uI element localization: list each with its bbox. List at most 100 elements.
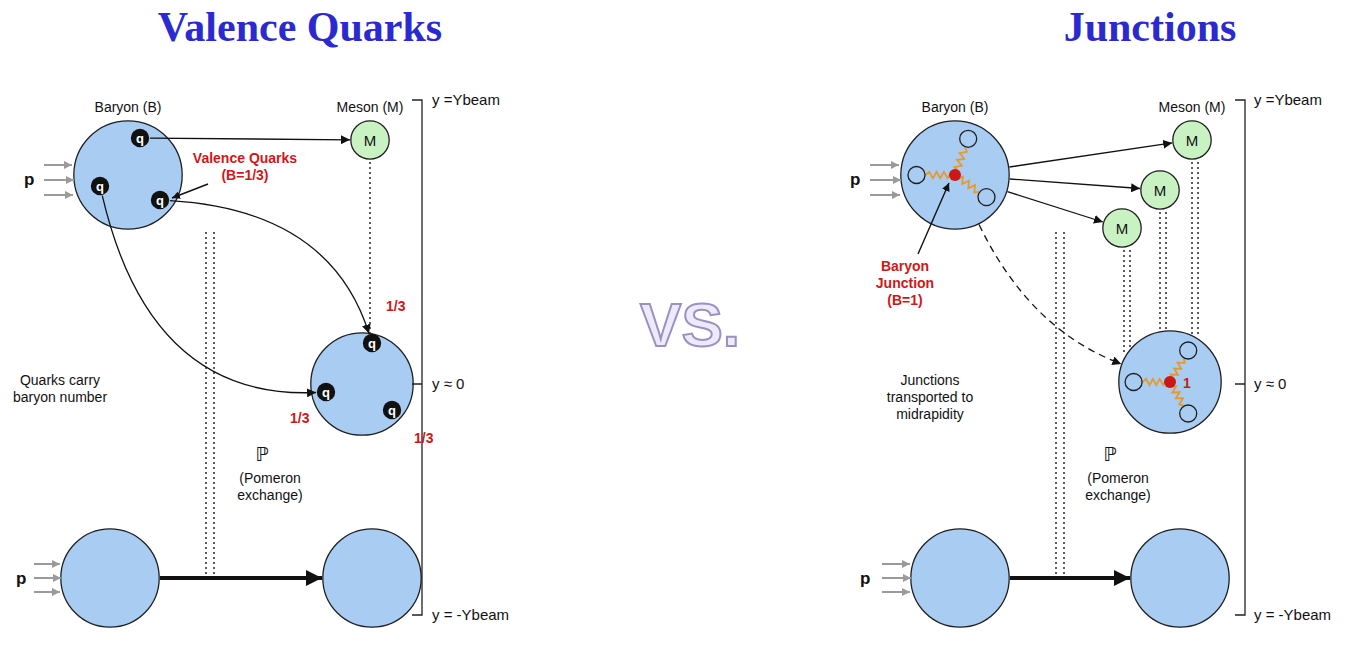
- baryon-number: 1: [1183, 375, 1191, 392]
- circle-shape: [351, 121, 389, 159]
- pomeron-symbol: ℙ: [1103, 444, 1116, 467]
- node-heading: Meson (M): [337, 99, 404, 115]
- rapidity-label: y =Ybeam: [1254, 91, 1322, 109]
- hadron-circle: [1130, 528, 1230, 628]
- gluon-string: [955, 175, 979, 192]
- node-body: q: [362, 333, 382, 353]
- rapidity-label: y = -Ybeam: [1254, 606, 1331, 624]
- junction-dot: [949, 169, 961, 181]
- gluon-string: [1170, 358, 1185, 382]
- circle-shape: [74, 121, 182, 229]
- circle-shape: [91, 177, 109, 195]
- circle-outline: [1118, 330, 1222, 434]
- quark-ring: [1125, 374, 1142, 391]
- quark-dot: q: [130, 128, 150, 148]
- hadron-circle: q q q: [310, 332, 414, 436]
- node-body: q: [316, 382, 336, 402]
- beam-label: p: [16, 569, 26, 589]
- circle-shape: [317, 383, 335, 401]
- flow-arrow: [170, 201, 369, 334]
- gluon-string: [926, 172, 956, 178]
- pomeron-label: (Pomeron exchange): [1073, 470, 1163, 504]
- circle-outline: [73, 120, 183, 230]
- quark-dot: q: [316, 382, 336, 402]
- circle-outline: [900, 120, 1010, 230]
- circle-shape: [323, 529, 421, 627]
- hadron-circle: [60, 528, 160, 628]
- flow-arrow: [160, 576, 322, 580]
- flow-arrow: [102, 196, 316, 393]
- quark-ring: [1180, 342, 1197, 359]
- baryon-fraction: 1/3: [414, 430, 433, 447]
- node-body: q: [150, 190, 170, 210]
- rapidity-label: y ≈ 0: [432, 375, 464, 393]
- note-text: Junctions transported to midrapidity: [865, 372, 995, 422]
- meson-circle: Meson (M)M: [350, 120, 390, 160]
- rapidity-label: y ≈ 0: [1254, 375, 1286, 393]
- callout-label: Baryon Junction (B=1): [859, 258, 951, 308]
- circle-shape: [1119, 331, 1221, 433]
- circle-shape: [311, 333, 413, 435]
- quark-letter: q: [156, 193, 164, 208]
- flow-arrow: [1007, 192, 1103, 222]
- rapidity-label: y =Ybeam: [432, 91, 500, 109]
- quark-dot: q: [150, 190, 170, 210]
- rapidity-label: y = -Ybeam: [432, 606, 509, 624]
- rapidity-bracket: [412, 100, 1245, 615]
- hadron-circle: [910, 528, 1010, 628]
- circle-shape: [131, 129, 149, 147]
- gluon-string: [955, 147, 967, 175]
- node-heading: Baryon (B): [95, 99, 162, 115]
- quark-letter: q: [322, 385, 330, 400]
- flow-arrow: [150, 138, 350, 140]
- meson-circle: Meson (M)M: [1172, 120, 1212, 160]
- beam-label: p: [24, 170, 34, 190]
- meson-circle: M: [1140, 170, 1180, 210]
- flow-arrow: [1010, 179, 1140, 189]
- gluon-string: [1169, 382, 1184, 406]
- circle-outline: [910, 528, 1010, 628]
- gluon-string: [1143, 379, 1170, 385]
- callout-label: Valence Quarks (B=1/3): [189, 150, 301, 184]
- circle-shape: [1103, 209, 1141, 247]
- meson-exchange-lines: [370, 162, 1198, 355]
- node-text: M: [1154, 182, 1167, 199]
- node-heading: Meson (M): [1159, 99, 1226, 115]
- beam-arrows: [34, 165, 911, 592]
- callout-leader: [918, 183, 949, 254]
- circle-shape: [901, 121, 1009, 229]
- quark-ring: [1180, 405, 1197, 422]
- node-body: M: [350, 120, 390, 160]
- node-text: M: [1186, 132, 1199, 149]
- quark-dot: q: [362, 333, 382, 353]
- quark-ring: [960, 130, 977, 147]
- node-body: M: [1102, 208, 1142, 248]
- quark-ring: [978, 189, 995, 206]
- circle-shape: [911, 529, 1009, 627]
- quark-letter: q: [136, 131, 144, 146]
- node-body: q: [382, 400, 402, 420]
- node-body: q: [90, 176, 110, 196]
- pomeron-lines: [206, 232, 1064, 574]
- hadron-circle: [322, 528, 422, 628]
- node-body: M: [1140, 170, 1180, 210]
- panel-title: Valence Quarks: [158, 2, 442, 52]
- quark-ring: [908, 167, 925, 184]
- flow-arrow: [1009, 143, 1172, 167]
- node-body: q: [130, 128, 150, 148]
- versus-mark: VS.: [640, 288, 740, 362]
- circle-shape: [151, 191, 169, 209]
- pomeron-symbol: ℙ: [255, 444, 268, 467]
- junction-dot: [1164, 376, 1176, 388]
- note-text: Quarks carry baryon number: [12, 372, 108, 406]
- node-body: M: [1172, 120, 1212, 160]
- junction-figure: [1125, 342, 1197, 422]
- hadron-circle: Baryon (B)qqq: [73, 120, 183, 230]
- quark-dot: q: [382, 400, 402, 420]
- circle-shape: [1173, 121, 1211, 159]
- junction-figure: [908, 130, 995, 205]
- quark-letter: q: [96, 179, 104, 194]
- hadron-circle: Baryon (B): [900, 120, 1010, 230]
- beam-label: p: [860, 569, 870, 589]
- node-text: M: [364, 132, 377, 149]
